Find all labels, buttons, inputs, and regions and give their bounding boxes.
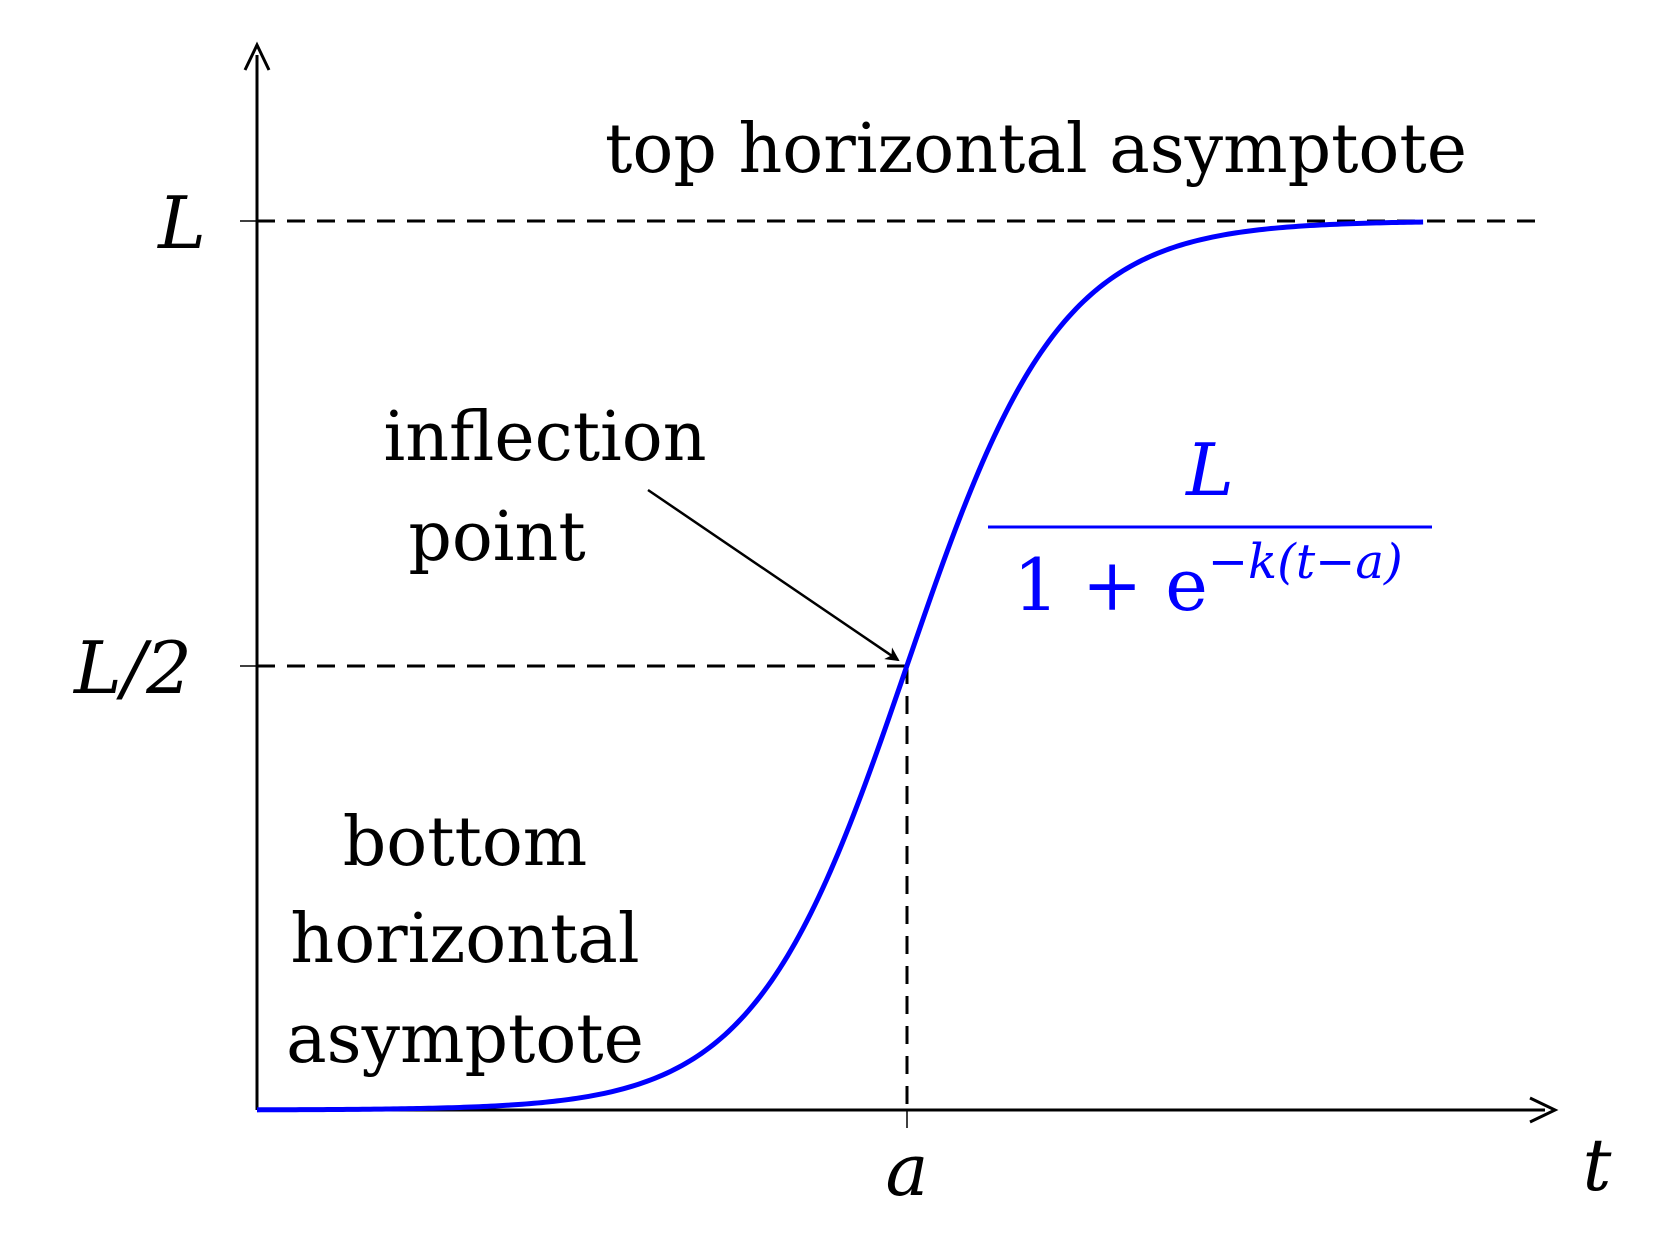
y-label-L-half: L/2	[72, 626, 192, 710]
formula-denominator: 1 + e−k(t−a)	[1013, 534, 1402, 627]
inflection-label-line1: inflection	[383, 398, 706, 477]
logistic-formula: L 1 + e−k(t−a)	[988, 428, 1432, 627]
x-axis-label-t: t	[1583, 1123, 1613, 1207]
logistic-curve	[256, 219, 1424, 1113]
bottom-asymptote-line1: bottom	[343, 803, 588, 882]
formula-denominator-base: 1 + e	[1013, 543, 1208, 627]
inflection-label-line2: point	[408, 498, 585, 577]
top-asymptote-label: top horizontal asymptote	[605, 110, 1467, 189]
bottom-asymptote-line2: horizontal	[290, 900, 639, 979]
formula-numerator: L	[1184, 428, 1234, 512]
y-label-L: L	[156, 181, 206, 265]
formula-denominator-exponent: −k(t−a)	[1208, 534, 1403, 590]
y-axis-arrow	[243, 41, 271, 71]
inflection-arrow	[647, 488, 900, 662]
bottom-asymptote-line3: asymptote	[286, 1000, 644, 1079]
x-axis-arrow	[1529, 1096, 1559, 1124]
x-tick-label-a: a	[886, 1128, 929, 1212]
